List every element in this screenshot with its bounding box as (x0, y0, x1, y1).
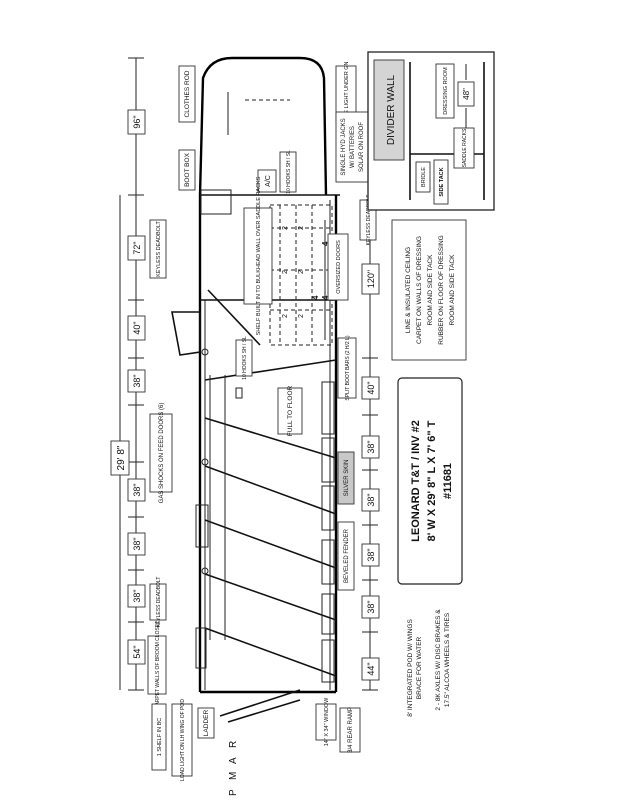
internal-callouts: A/C 10 HOOKS SH / SL SHELF BUILT IN TO B… (235, 150, 361, 753)
title-line-1: LEONARD T&T / INV #2 (410, 420, 422, 542)
label-boot-box: BOOT BOX (184, 152, 191, 186)
label-hooks-mid: 10 HOOKS SH / SL (242, 336, 248, 380)
title-line-2: 8' W X 29' 8" L X 7' 6" T (426, 420, 438, 541)
inset-bridle: BRIDLE (421, 167, 427, 187)
label-axles-2: 17.5" ALCOA WHEELS & TIRES (444, 612, 451, 707)
dim-overall: 29' 8" (116, 445, 127, 470)
inset-saddle-racks: SADDLE RACKS (462, 128, 468, 167)
rack-number: 2 (282, 226, 289, 230)
label-keyless-left: KEYLESS DEADBOLT (156, 577, 162, 628)
label-note-2: CARPET ON WALLS OF DRESSING (416, 236, 423, 344)
label-keyless-right: KEYLESS DEADBOLT (366, 195, 372, 246)
label-dome-light: DOME LIGHT UNDER GN (344, 61, 350, 126)
dim-bottom-38-d: 38" (366, 600, 376, 613)
dim-bottom-38-b: 38" (366, 493, 376, 506)
left-callouts: CLOTHES ROD BOOT BOX KEYLESS DEADBOLT GA… (147, 65, 239, 796)
rack-number: 4 (321, 241, 330, 246)
ramp-letter: M (228, 772, 239, 780)
dim-bottom-44: 44" (366, 662, 376, 675)
stall-dividers (195, 359, 337, 723)
bottom-dimension-line: 120" 40" 38" 38" 38" 38" 44" (361, 204, 380, 691)
dim-bottom-40: 40" (366, 381, 376, 394)
ramp-letter: P (228, 789, 239, 796)
dim-top-38-c: 38" (132, 537, 142, 550)
rack-number: 2 (282, 314, 289, 318)
dim-top-72: 72" (132, 241, 142, 254)
label-clothes-rod: CLOTHES ROD (184, 70, 191, 117)
dim-bottom-38-c: 38" (366, 548, 376, 561)
label-ladder: LADDER (203, 710, 210, 737)
rack-number: 4 (321, 295, 330, 300)
label-note-5: ROOM AND SIDE TACK (449, 254, 456, 326)
dim-top-54: 54" (132, 645, 142, 658)
label-pod-1: 8' INTEGRATED POD W/ WINGS (407, 619, 414, 717)
label-full-to-floor: FULL TO FLOOR (287, 385, 294, 436)
label-keyless-top: KEYLESS DEADBOLT (156, 220, 162, 276)
label-load-light: LOAD LIGHT ON LH WING OF POD (180, 699, 186, 781)
divider-wall-inset: DIVIDER WALL DRESSING ROOM 48" BRIDLE SI… (367, 51, 495, 211)
label-oversized-doors: OVERSIZED DOORS (336, 240, 342, 294)
right-callouts: DOME LIGHT UNDER GN SINGLE HYD JACKS W/ … (335, 61, 467, 717)
dim-top-40: 40" (132, 321, 142, 334)
dim-bottom-120: 120" (366, 270, 376, 288)
inset-dressing-room: DRESSING ROOM (443, 67, 449, 115)
rack-number: 2 (298, 226, 305, 230)
inset-side-tack: SIDE TACK (439, 167, 445, 196)
label-shelf-bc: 1 SHELF IN BC (157, 718, 163, 757)
label-note-1: LINE & INSULATED CEILING (405, 247, 412, 333)
rack-number: 2 (298, 314, 305, 318)
rack-number: 4 (311, 295, 320, 300)
overall-length-dimension: 29' 8" (110, 195, 130, 690)
label-note-3: ROOM AND SIDE TACK (427, 254, 434, 326)
label-rear-ramp: 3/4 REAR RAMP (348, 707, 354, 753)
rack-number: 2 (298, 270, 305, 274)
inset-48: 48" (462, 88, 471, 100)
ramp-letter: A (228, 757, 239, 764)
dim-top-38-b: 38" (132, 483, 142, 496)
dim-bottom-38-a: 38" (366, 440, 376, 453)
label-silver-skin: SILVER SKIN (344, 460, 350, 497)
label-hyd-jacks-3: SOLAR ON ROOF (359, 122, 365, 172)
label-pod-2: BRACE FOR WATER (416, 636, 423, 699)
label-gas-shocks: GAS SHOCKS ON FEED DOORS (6) (159, 403, 165, 504)
trailer-outline (171, 56, 340, 694)
inset-divider-wall: DIVIDER WALL (386, 74, 397, 145)
top-dimension-line: 96" 72" 40" 38" 38" 38" 38" 54" (127, 57, 146, 691)
label-window: 14" X 34" WINDOW (324, 697, 330, 746)
ramp-letter: R (228, 741, 239, 748)
label-beveled-fender: BEVELED FENDER (344, 528, 350, 583)
label-ac: A/C (265, 175, 272, 187)
label-hyd-jacks-1: SINGLE HYD JACKS (341, 118, 347, 175)
dim-top-96: 96" (132, 115, 142, 128)
label-carpet-walls: CARPET WALLS OF BROOM CLOSET (155, 621, 161, 709)
label-hooks-top: 10 HOOKS SH / SL (286, 150, 292, 194)
dim-top-38-a: 38" (132, 374, 142, 387)
saddle-rack-area: 2 2 2 2 2 2 4 4 4 (269, 204, 333, 346)
dim-top-38-d: 38" (132, 589, 142, 602)
label-split-boot-bars: SPLIT BOOT BARS (2 H/2 L) (345, 335, 351, 400)
rack-number: 2 (282, 270, 289, 274)
label-hyd-jacks-2: W/ BATTERIES (350, 126, 356, 168)
label-shelf: SHELF BUILT IN TO BULKHEAD WALL OVER SAD… (256, 176, 262, 335)
label-note-4: RUBBER ON FLOOR OF DRESSING (438, 235, 445, 344)
title-line-3: #11681 (442, 463, 454, 499)
label-axles-1: 2 - 8K AXLES W/ DISC BRAKES & (435, 609, 442, 711)
